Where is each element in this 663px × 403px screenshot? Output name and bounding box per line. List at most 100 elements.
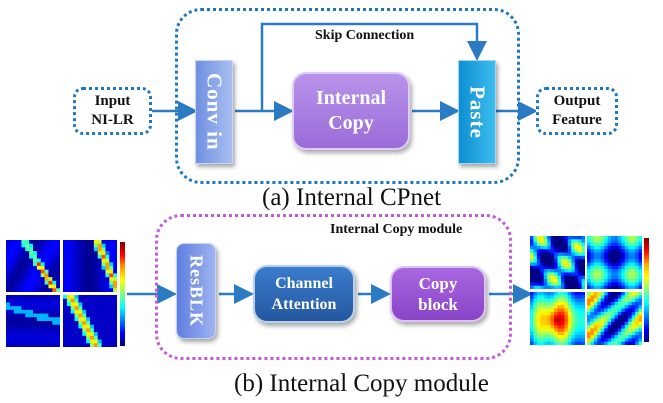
heatmap-cell [101, 317, 107, 322]
heatmap-cell [530, 338, 535, 343]
heatmap-cell [593, 328, 598, 333]
heatmap-cell [571, 301, 576, 306]
heatmap-cell [90, 295, 95, 300]
heatmap-cell [536, 285, 541, 290]
heatmap-cell [617, 249, 622, 254]
paste-label: Paste [465, 85, 490, 139]
heatmap-cell [44, 306, 50, 311]
heatmap-cell [21, 273, 26, 278]
heatmap-cell [105, 284, 110, 289]
heatmap-cell [567, 255, 572, 260]
heatmap-cell [9, 251, 15, 256]
heatmap-cell [52, 266, 57, 271]
heatmap-cell [574, 269, 579, 274]
heatmap-cell [17, 343, 23, 348]
heatmap-cell [533, 318, 538, 323]
heatmap-cell [578, 331, 583, 336]
heatmap-cell [540, 315, 545, 320]
heatmap-cell [578, 285, 583, 290]
heatmap-cell [574, 236, 579, 240]
heatmap-cell [36, 262, 42, 267]
heatmap-cell [82, 306, 87, 311]
heatmap-cell [578, 338, 583, 343]
heatmap-cell [21, 309, 26, 315]
heatmap-cell [593, 311, 598, 316]
heatmap-cell [571, 298, 576, 303]
heatmap-cell [74, 266, 80, 271]
heatmap-cell [90, 254, 95, 260]
heatmap-cell [82, 309, 87, 315]
heatmap-cell [614, 331, 619, 336]
heatmap-cell [607, 311, 612, 316]
heatmap-cell [631, 305, 636, 310]
heatmap-cell [530, 305, 535, 310]
heatmap-cell [557, 285, 562, 290]
heatmap-cell [628, 335, 633, 339]
heatmap-cell [56, 332, 61, 337]
heatmap-cell [621, 292, 626, 296]
heatmap-cell [97, 339, 103, 344]
heatmap-cell [90, 332, 95, 337]
heatmap-cell [93, 266, 99, 271]
heatmap-cell [109, 266, 114, 271]
heatmap-cell [101, 324, 107, 330]
heatmap-cell [550, 318, 555, 323]
heatmap-cell [78, 343, 83, 348]
heatmap-cell [571, 249, 576, 254]
heatmap-cell [533, 305, 538, 310]
heatmap-cell [638, 318, 643, 323]
heatmap-cell [6, 273, 11, 278]
heatmap-cell [90, 258, 95, 263]
heatmap-cell [564, 239, 569, 244]
heatmap-cell [587, 269, 592, 274]
heatmap-cell [530, 259, 535, 264]
heatmap-cell [624, 315, 629, 320]
heatmap-cell [600, 265, 605, 270]
heatmap-cell [550, 285, 555, 290]
heatmap-cell [617, 262, 622, 267]
heatmap-cell [543, 239, 548, 244]
heatmap-cell [33, 321, 38, 326]
heatmap-cell [617, 252, 622, 257]
resblk-block: ResBLK [176, 243, 216, 339]
heatmap-cell [29, 335, 34, 341]
heatmap-cell [25, 295, 30, 300]
heatmap-cell [109, 269, 114, 275]
heatmap-cell [17, 266, 23, 271]
heatmap-cell [17, 251, 23, 256]
heatmap-cell [21, 280, 26, 286]
heatmap-cell [21, 295, 26, 300]
heatmap-cell [571, 295, 576, 300]
heatmap-cell [93, 328, 99, 333]
heatmap-cell [74, 317, 80, 322]
heatmap-cell [638, 249, 643, 254]
heatmap-cell [597, 285, 602, 290]
heatmap-cell [604, 245, 609, 250]
heatmap-cell [621, 265, 626, 270]
heatmap-cell [638, 301, 643, 306]
heatmap-cell [624, 282, 629, 287]
heatmap-cell [44, 332, 50, 337]
heatmap-cell [607, 236, 612, 240]
heatmap-cell [628, 236, 633, 240]
heatmap-cell [587, 239, 592, 244]
heatmap-cell [17, 332, 23, 337]
heatmap-cell [560, 335, 565, 339]
heatmap-cell [638, 328, 643, 333]
heatmap-cell [105, 280, 110, 286]
heatmap-cell [44, 317, 50, 322]
heatmap-cell [101, 313, 107, 318]
heatmap-cell [6, 240, 11, 245]
heatmap-cell [63, 332, 68, 337]
heatmap-cell [543, 255, 548, 260]
heatmap-cell [109, 243, 114, 249]
heatmap-cell [611, 262, 616, 267]
heatmap-cell [48, 288, 53, 293]
heatmap-cell [21, 240, 26, 245]
heatmap-cell [25, 324, 30, 330]
heatmap-cell [56, 295, 61, 300]
heatmap-cell [600, 311, 605, 316]
heatmap-cell [611, 269, 616, 274]
heatmap-cell [540, 335, 545, 339]
heatmap-cell [86, 335, 91, 341]
